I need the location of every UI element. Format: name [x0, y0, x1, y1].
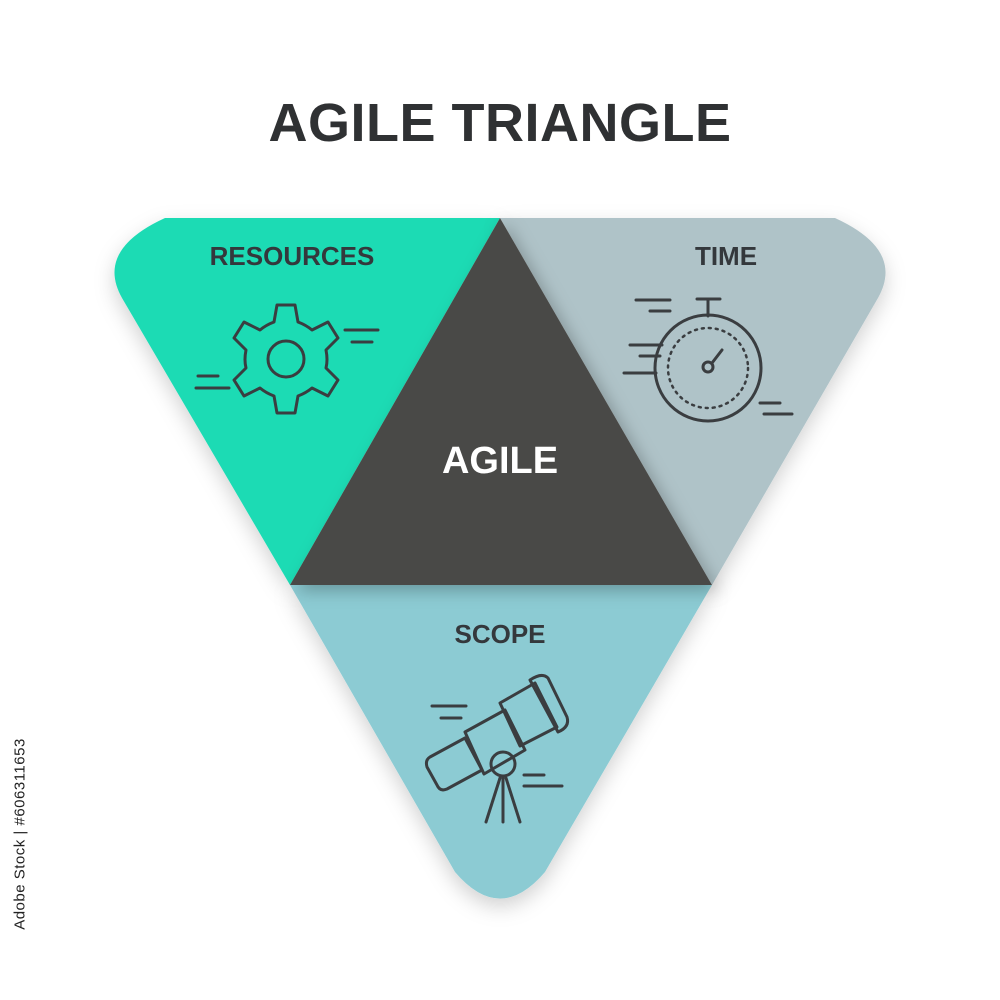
agile-center-triangle — [290, 218, 712, 585]
page-title: AGILE TRIANGLE — [268, 93, 732, 153]
telescope-icon — [424, 673, 570, 824]
segment-scope — [290, 585, 712, 899]
segment-resources — [114, 218, 501, 585]
resources-label: RESOURCES — [210, 241, 375, 271]
agile-label: AGILE — [442, 440, 558, 482]
stopwatch-icon — [622, 297, 794, 423]
scope-label: SCOPE — [454, 619, 545, 649]
segment-time — [500, 218, 886, 585]
time-label: TIME — [695, 241, 757, 271]
stock-id-watermark: Adobe Stock | #606311653 — [11, 738, 29, 930]
gear-icon — [194, 303, 380, 415]
